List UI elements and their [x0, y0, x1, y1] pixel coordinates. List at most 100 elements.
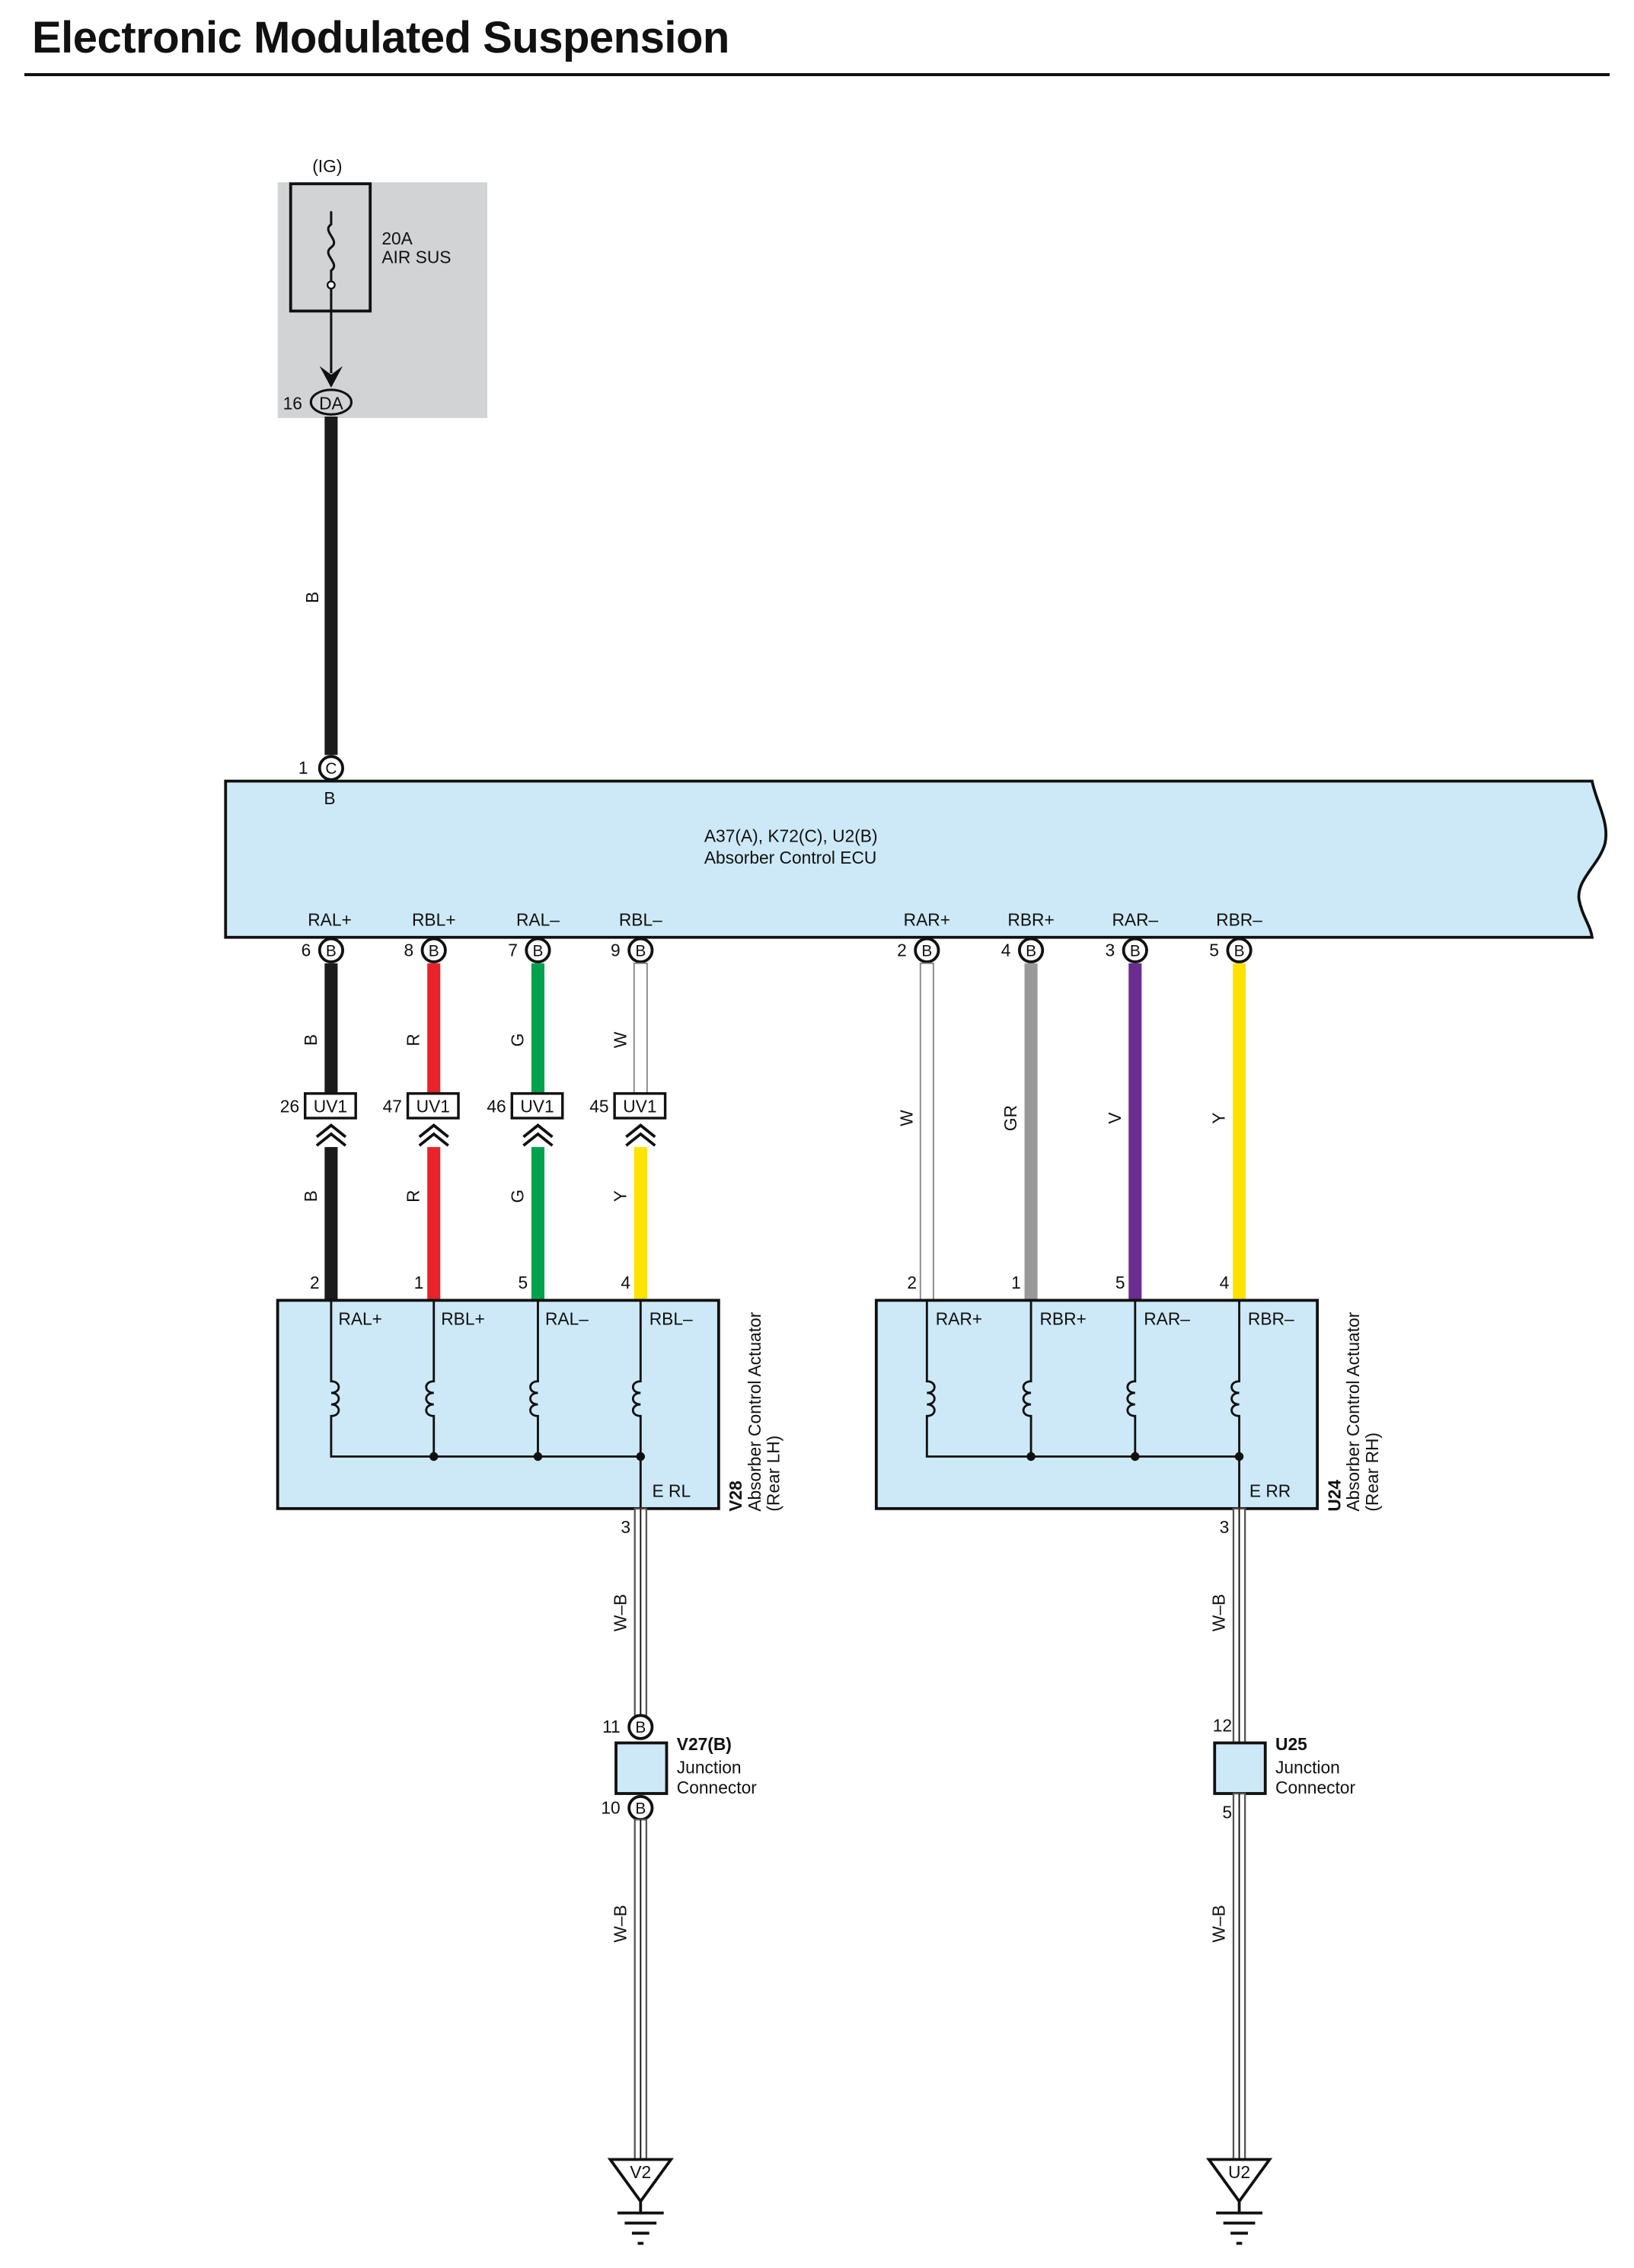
coil-symbol	[425, 1300, 436, 1457]
ecu-terminal-name: RAL+	[308, 910, 352, 930]
coil-symbol	[330, 1300, 641, 1458]
ecu-terminal-pin: 8	[404, 940, 413, 960]
inline-connector-box	[406, 1092, 460, 1120]
ecu-power-terminal: B	[324, 788, 335, 808]
ecu-terminal-conn: B	[1130, 942, 1141, 960]
coil-symbol	[631, 1300, 642, 1509]
ecu-power-connector-label: C	[325, 760, 337, 778]
inline-connector-label: UV1	[520, 1097, 554, 1116]
junction-connector-conn: B	[635, 1800, 646, 1818]
junction-dot	[636, 1452, 646, 1461]
actuator-lh-box	[276, 1299, 720, 1510]
inline-connector-chevron	[522, 1123, 554, 1147]
actuator-pin: 5	[1115, 1273, 1125, 1292]
ecu-terminal-connector	[318, 937, 344, 963]
junction-pin-in: 12	[1213, 1715, 1232, 1735]
inline-connector-label: UV1	[416, 1097, 450, 1116]
ecu-terminal-pin: 4	[1001, 940, 1011, 960]
ground-triangle	[1205, 2158, 1273, 2204]
ecu-name: Absorber Control ECU	[704, 848, 876, 867]
inline-connector-pin: 46	[487, 1097, 506, 1116]
inline-connector-uv1-26: UV1 26	[280, 1092, 357, 1147]
wire-color-label: GR	[1001, 1105, 1020, 1131]
ecu-terminal-ral-minus: RAL– B 7	[508, 910, 560, 963]
actuator-pin: 1	[1011, 1273, 1021, 1292]
ecu-terminal-name: RBR+	[1007, 910, 1054, 930]
actuator-rh-caption: U24 Absorber Control Actuator (Rear RH)	[1324, 1311, 1381, 1511]
wire-rar-plus	[919, 962, 934, 1302]
inline-connector-label: UV1	[314, 1097, 347, 1116]
ecu-power-pin: 1	[298, 758, 308, 778]
wire-color-label: G	[507, 1033, 527, 1047]
inline-connector-box	[304, 1092, 357, 1120]
ecu-terminal-conn: B	[1234, 942, 1245, 960]
inline-connector-uv1-45: UV1 45	[589, 1092, 667, 1147]
wire-color-label: W	[896, 1110, 916, 1126]
ecu-terminal-conn: B	[429, 942, 439, 960]
inline-connector-box	[510, 1092, 564, 1120]
coil-symbol	[529, 1300, 539, 1457]
ecu-terminal-conn: B	[1026, 942, 1036, 960]
coil-symbol	[1230, 1300, 1240, 1509]
junction-dot	[1131, 1452, 1140, 1461]
wire-color-label: B	[301, 1034, 321, 1046]
actuator-pin: 4	[621, 1273, 630, 1292]
ecu-terminal-rbl-minus: RBL– B 9	[611, 910, 662, 963]
ground-triangle	[607, 2158, 674, 2204]
fuse-symbol	[327, 211, 336, 283]
ecu-power-connector	[318, 755, 344, 781]
wire-color-label: V	[1105, 1112, 1125, 1124]
ecu-terminal-name: RBL–	[619, 910, 662, 930]
actuator-code: U24	[1324, 1480, 1344, 1512]
fuse-connector-arrow	[319, 366, 343, 388]
ecu-terminal-rar-minus: RAR– B 3	[1106, 910, 1159, 963]
ecu-terminal-connector	[627, 937, 654, 963]
inline-connector-chevron	[315, 1123, 347, 1147]
title-divider	[24, 73, 1610, 76]
fuse-end-terminal	[327, 280, 336, 290]
feed-wire-color: B	[302, 592, 322, 603]
inline-connector-chevron	[418, 1123, 449, 1147]
actuator-terminal: RBR–	[1248, 1309, 1294, 1329]
actuator-code: V28	[726, 1481, 745, 1512]
junction-connector-pin-in	[627, 1714, 654, 1740]
fuse-source: (IG)	[312, 156, 342, 176]
inline-connector-pin: 47	[383, 1097, 402, 1116]
actuator-terminal: RBL–	[649, 1309, 693, 1329]
actuator-terminal: RBR+	[1039, 1309, 1086, 1329]
ground-symbol-lh: V2	[607, 2158, 674, 2245]
wire-color-label: G	[507, 1190, 527, 1203]
ecu-terminal-pin: 6	[302, 940, 311, 960]
actuator-ground-terminal: E RL	[653, 1481, 691, 1501]
actuator-terminal: RAR+	[936, 1309, 982, 1329]
ecu-terminal-connector	[420, 937, 447, 963]
junction-connector-conn: B	[635, 1719, 646, 1736]
junction-code: U25	[1275, 1734, 1307, 1754]
ecu-terminal-connector	[525, 937, 551, 963]
junction-line2: Connector	[677, 1778, 757, 1797]
page-title: Electronic Modulated Suspension	[32, 13, 729, 62]
inline-connector-box	[613, 1092, 667, 1120]
ecu-terminal-conn: B	[533, 942, 544, 960]
ecu-terminal-pin: 9	[611, 940, 621, 960]
inline-connector-chevron	[625, 1123, 656, 1147]
ground-pin: 3	[621, 1517, 630, 1537]
coil-symbol	[925, 1300, 1240, 1458]
ecu-terminal-name: RBR–	[1216, 910, 1262, 930]
junction-line1: Junction	[1275, 1757, 1340, 1777]
actuator-rh-box	[874, 1299, 1319, 1510]
actuator-terminal: RAL–	[545, 1309, 589, 1329]
ecu-terminal-connector	[914, 937, 940, 963]
actuator-lh-caption: V28 Absorber Control Actuator (Rear LH)	[726, 1311, 783, 1511]
wire-color-label: B	[301, 1190, 321, 1202]
ecu-terminal-name: RBL+	[412, 910, 456, 930]
ecu-terminal-name: RAL–	[516, 910, 560, 930]
wire-color-label: R	[404, 1033, 423, 1046]
actuator-terminal: RBL+	[441, 1309, 485, 1329]
junction-connector-rh: 12 5 U25 Junction Connector	[1213, 1715, 1356, 1822]
wire-color-label: Y	[1209, 1113, 1229, 1124]
ecu-terminal-conn: B	[326, 942, 337, 960]
wire-color-label: R	[404, 1190, 423, 1202]
junction-pin-out: 10	[601, 1798, 620, 1818]
actuator-lh-coils	[330, 1300, 642, 1509]
